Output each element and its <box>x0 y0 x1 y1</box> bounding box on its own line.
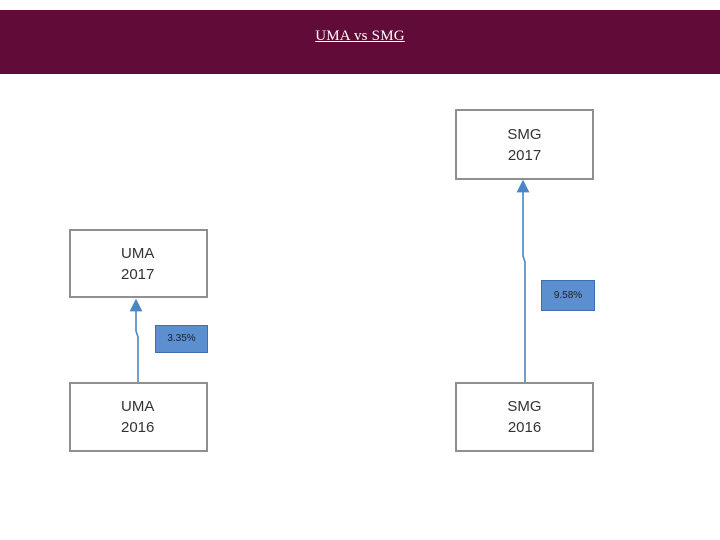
smg-2017-year: 2017 <box>507 146 542 164</box>
smg-2017-name: SMG <box>507 125 542 143</box>
uma-2017-name: UMA <box>121 244 155 262</box>
smg-2016-year: 2016 <box>507 419 542 436</box>
page-title: UMA vs SMG <box>315 28 405 44</box>
smg-growth-arrow <box>516 179 530 382</box>
smg-2016-box: SMG 2016 <box>455 382 594 452</box>
title-banner <box>0 10 720 74</box>
uma-2016-box: UMA 2016 <box>69 382 208 452</box>
smg-2016-name: SMG <box>507 398 542 415</box>
uma-2016-year: 2016 <box>121 419 155 436</box>
smg-2017-box: SMG 2017 <box>455 109 594 180</box>
uma-2017-box: UMA 2017 <box>69 229 208 298</box>
smg-growth-label: 9.58% <box>541 280 595 311</box>
uma-growth-arrow <box>129 298 143 382</box>
uma-2016-name: UMA <box>121 398 155 415</box>
uma-growth-label: 3.35% <box>155 325 208 353</box>
uma-2017-year: 2017 <box>121 265 155 283</box>
